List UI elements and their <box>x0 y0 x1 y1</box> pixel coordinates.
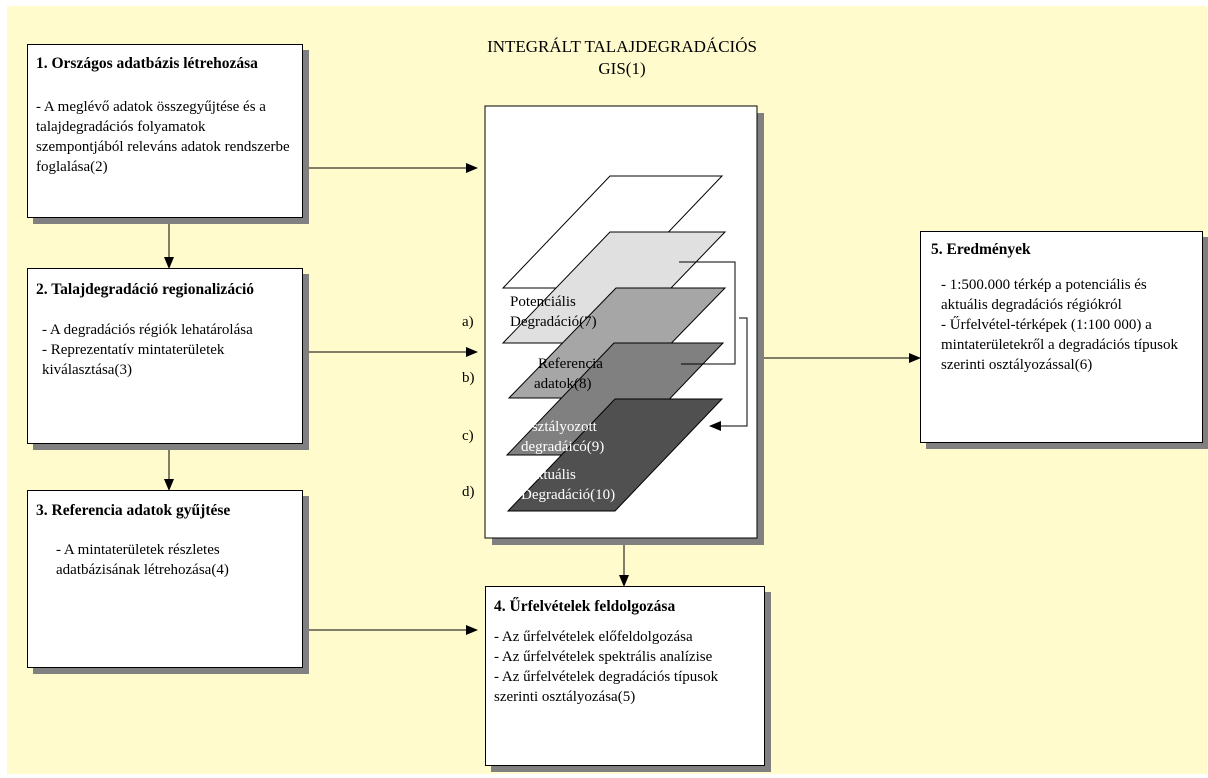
box-regionalization-title: 2. Talajdegradáció regionalizáció <box>36 281 254 298</box>
box-satellite-processing-line1: - Az űrfelvételek előfeldolgozása <box>494 629 693 645</box>
box-results-line2: - Űrfelvétel-térképek (1:100 000) a mint… <box>941 317 1179 373</box>
box-national-database-body: - A meglévő adatok összegyűjtése és a ta… <box>36 99 290 175</box>
connector-layer <box>164 105 921 635</box>
box-reference-data-title: 3. Referencia adatok gyűjtése <box>36 502 231 519</box>
box-results-title: 5. Eredmények <box>931 241 1031 258</box>
box-satellite-processing-line2: - Az űrfelvételek spektrális analízise <box>494 649 713 665</box>
layer-c-label-line1: Osztályozott <box>521 419 597 435</box>
layer-b-label-line1: Referencia <box>538 356 603 372</box>
layer-d-sheet <box>506 398 724 512</box>
layer-c-letter: c) <box>462 428 474 444</box>
layer-c-label-line2: degradáicó(9) <box>521 439 605 455</box>
layer-b-label: Referencia adatok(8) <box>534 354 603 394</box>
layer-a-letter: a) <box>462 314 474 330</box>
layer-d-letter: d) <box>462 484 475 500</box>
box-satellite-processing-title: 4. Űrfelvételek feldolgozása <box>494 598 676 615</box>
layer-d-label: Aktuális Degradáció(10) <box>521 465 639 505</box>
box-results-line1: - 1:500.000 térkép a potenciális és aktu… <box>941 277 1147 313</box>
box-national-database: 1. Országos adatbázis létrehozása - A me… <box>27 44 303 218</box>
layer-a-label-line1: Potenciális <box>510 294 576 310</box>
box-national-database-title: 1. Országos adatbázis létrehozása <box>36 55 258 72</box>
diagram-title-line2: GIS(1) <box>598 59 646 78</box>
feedback-connector-outer <box>679 261 736 365</box>
diagram-title-line1: INTEGRÁLT TALAJDEGRADÁCIÓS <box>487 37 757 56</box>
box-satellite-processing: 4. Űrfelvételek feldolgozása - Az űrfelv… <box>485 586 765 766</box>
layer-b-label-line2: adatok(8) <box>534 376 592 392</box>
layer-b-letter: b) <box>462 370 475 386</box>
box-regionalization: 2. Talajdegradáció regionalizáció - A de… <box>27 268 303 444</box>
diagram-canvas: INTEGRÁLT TALAJDEGRADÁCIÓS GIS(1) 1. Ors… <box>7 6 1207 774</box>
layer-a-label: Potenciális Degradáció(7) <box>510 292 597 332</box>
feedback-connector-inner <box>709 317 748 431</box>
layer-c-label: Osztályozott degradáicó(9) <box>521 417 604 457</box>
layer-a-label-line2: Degradáció(7) <box>510 314 597 330</box>
box-regionalization-line2: - Reprezentatív mintaterületek kiválaszt… <box>42 342 225 378</box>
box-results: 5. Eredmények - 1:500.000 térkép a poten… <box>920 231 1203 443</box>
box-reference-data-body: - A mintaterületek részletes adatbázisán… <box>56 542 229 578</box>
box-reference-data: 3. Referencia adatok gyűjtése - A mintat… <box>27 490 303 668</box>
box-regionalization-line1: - A degradációs régiók lehatárolása <box>42 322 253 338</box>
diagram-title: INTEGRÁLT TALAJDEGRADÁCIÓS GIS(1) <box>407 36 837 80</box>
box-satellite-processing-line3: - Az űrfelvételek degradációs típusok sz… <box>494 669 719 705</box>
layer-d-label-line2: Degradáció(10) <box>521 487 616 503</box>
layer-d-label-line1: Aktuális <box>525 467 576 483</box>
